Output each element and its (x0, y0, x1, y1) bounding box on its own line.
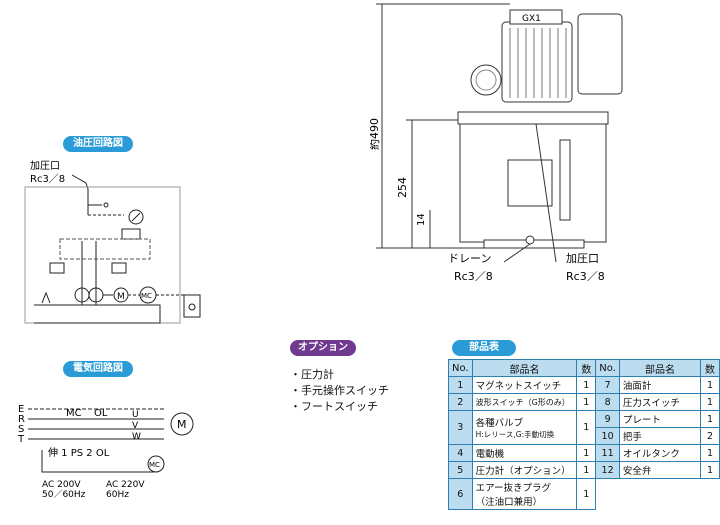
rail-t: T (17, 434, 25, 445)
gx-label: GX1 (522, 14, 541, 24)
option-item: ・圧力計 (290, 368, 334, 381)
table-row: 4 電動機 1 11 オイルタンク 1 (448, 444, 720, 462)
electric-circuit-diagram: E R S T MC OL U V W M 伸 1 PS 2 OL MC AC … (17, 404, 194, 500)
motor-symbol-label: M (117, 292, 125, 302)
table-row: 5 圧力計（オプション） 1 12 安全弁 1 (448, 461, 720, 479)
hyd-port-label: 加圧口 (30, 160, 60, 172)
output-w: W (132, 432, 141, 442)
option-item: ・フートスイッチ (290, 400, 378, 413)
col-no-2: No. (595, 359, 620, 377)
hydraulic-circuit-title: 油圧回路図 (63, 136, 133, 152)
elec-ol-label: OL (94, 408, 108, 419)
drain-size: Rc3／8 (454, 270, 493, 283)
rail-e: E (18, 404, 24, 415)
ac1-voltage: AC 200V (42, 480, 81, 490)
dim-mid-height: 254 (396, 177, 409, 198)
elec-motor-label: M (177, 418, 187, 431)
electric-circuit-title: 電気回路図 (63, 361, 133, 377)
table-row: 1 マグネットスイッチ 1 7 油面計 1 (448, 376, 720, 394)
dim-low-height: 14 (416, 213, 427, 226)
parts-header-row: No. 部品名 数 No. 部品名 数 (448, 359, 720, 377)
control-circuit-label: 伸 1 PS 2 OL (48, 447, 110, 459)
rail-r: R (18, 414, 25, 425)
table-row: 2 波形スイッチ（G形のみ） 1 8 圧力スイッチ 1 (448, 393, 720, 411)
table-row: 6 エアー抜きプラグ （注油口兼用） 1 (448, 478, 720, 510)
ac2-freq: 60Hz (106, 490, 129, 500)
hydraulic-circuit-diagram: 加圧口 Rc3／8 M MC (24, 160, 201, 324)
col-name: 部品名 (471, 359, 578, 377)
part-sub: （注油口兼用） (475, 497, 543, 508)
drain-label: ドレーン (448, 252, 491, 265)
ac1-freq: 50／60Hz (42, 489, 86, 500)
output-u: U (132, 410, 139, 420)
part-sub: H:レリース,G:手動切換 (475, 430, 555, 439)
rail-s: S (18, 424, 24, 435)
parts-table: No. 部品名 数 No. 部品名 数 1 マグネットスイッチ 1 7 油面計 … (448, 359, 720, 510)
option-item: ・手元操作スイッチ (290, 384, 389, 397)
part-name: 各種バルブ (475, 418, 524, 429)
parts-title: 部品表 (452, 340, 516, 356)
col-qty-2: 数 (700, 359, 720, 377)
output-v: V (132, 421, 139, 431)
pressure-port-size: Rc3／8 (566, 270, 605, 283)
table-row: 3 各種バルブ H:レリース,G:手動切換 1 9 プレート 1 (448, 410, 720, 445)
part-name: エアー抜きプラグ (475, 483, 552, 494)
ac2-voltage: AC 220V (106, 480, 145, 490)
col-no: No. (448, 359, 473, 377)
unit-outline-drawing: 約490 254 14 GX1 ドレーン Rc3／8 加圧口 Rc3／8 (370, 3, 623, 283)
elec-mc-coil-label: MC (149, 461, 160, 469)
col-name-2: 部品名 (618, 359, 702, 377)
table-row: 10 把手 2 (449, 427, 720, 445)
options-title: オプション (290, 340, 356, 356)
pressure-port-label: 加圧口 (566, 252, 599, 265)
hyd-port-size: Rc3／8 (30, 173, 65, 185)
elec-mc-label: MC (66, 408, 82, 419)
col-qty: 数 (576, 359, 597, 377)
dim-total-height: 約490 (370, 118, 381, 150)
mc-symbol-label: MC (141, 292, 152, 300)
